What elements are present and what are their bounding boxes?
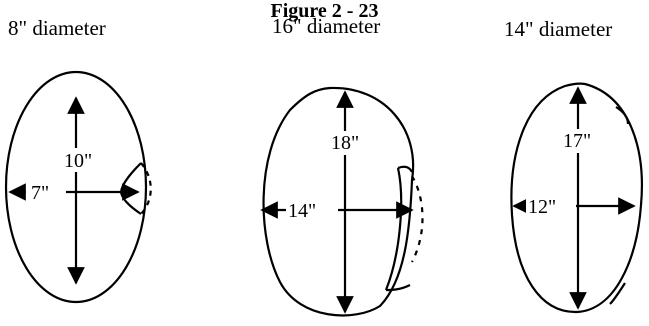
oval-outline-1 [4,70,148,304]
diameter-label-3: 14" diameter [504,17,613,41]
inner-cut-2 [384,167,403,291]
diameter-label-1: 8" diameter [8,16,106,40]
length-label-3: 17" [563,130,591,152]
diameter-label-2: 16" diameter [272,14,381,38]
oval-outline-2 [262,86,415,317]
dashed-bump-2 [411,175,424,263]
length-label-1: 10" [64,150,92,172]
length-label-2: 18" [331,132,359,154]
cut-start-2 [397,165,413,173]
notch-1 [119,162,142,215]
width-label-3: 12" [528,196,556,218]
cut-end-2 [385,284,411,292]
figure-title: Figure 2 - 23 [270,0,379,22]
oval-outline-3 [510,82,643,314]
edge-curl-3b [609,282,626,305]
edge-curl-3 [615,106,630,125]
dashed-bump-1 [140,162,152,215]
width-label-1: 7" [31,182,49,204]
width-label-2: 14" [288,200,316,222]
